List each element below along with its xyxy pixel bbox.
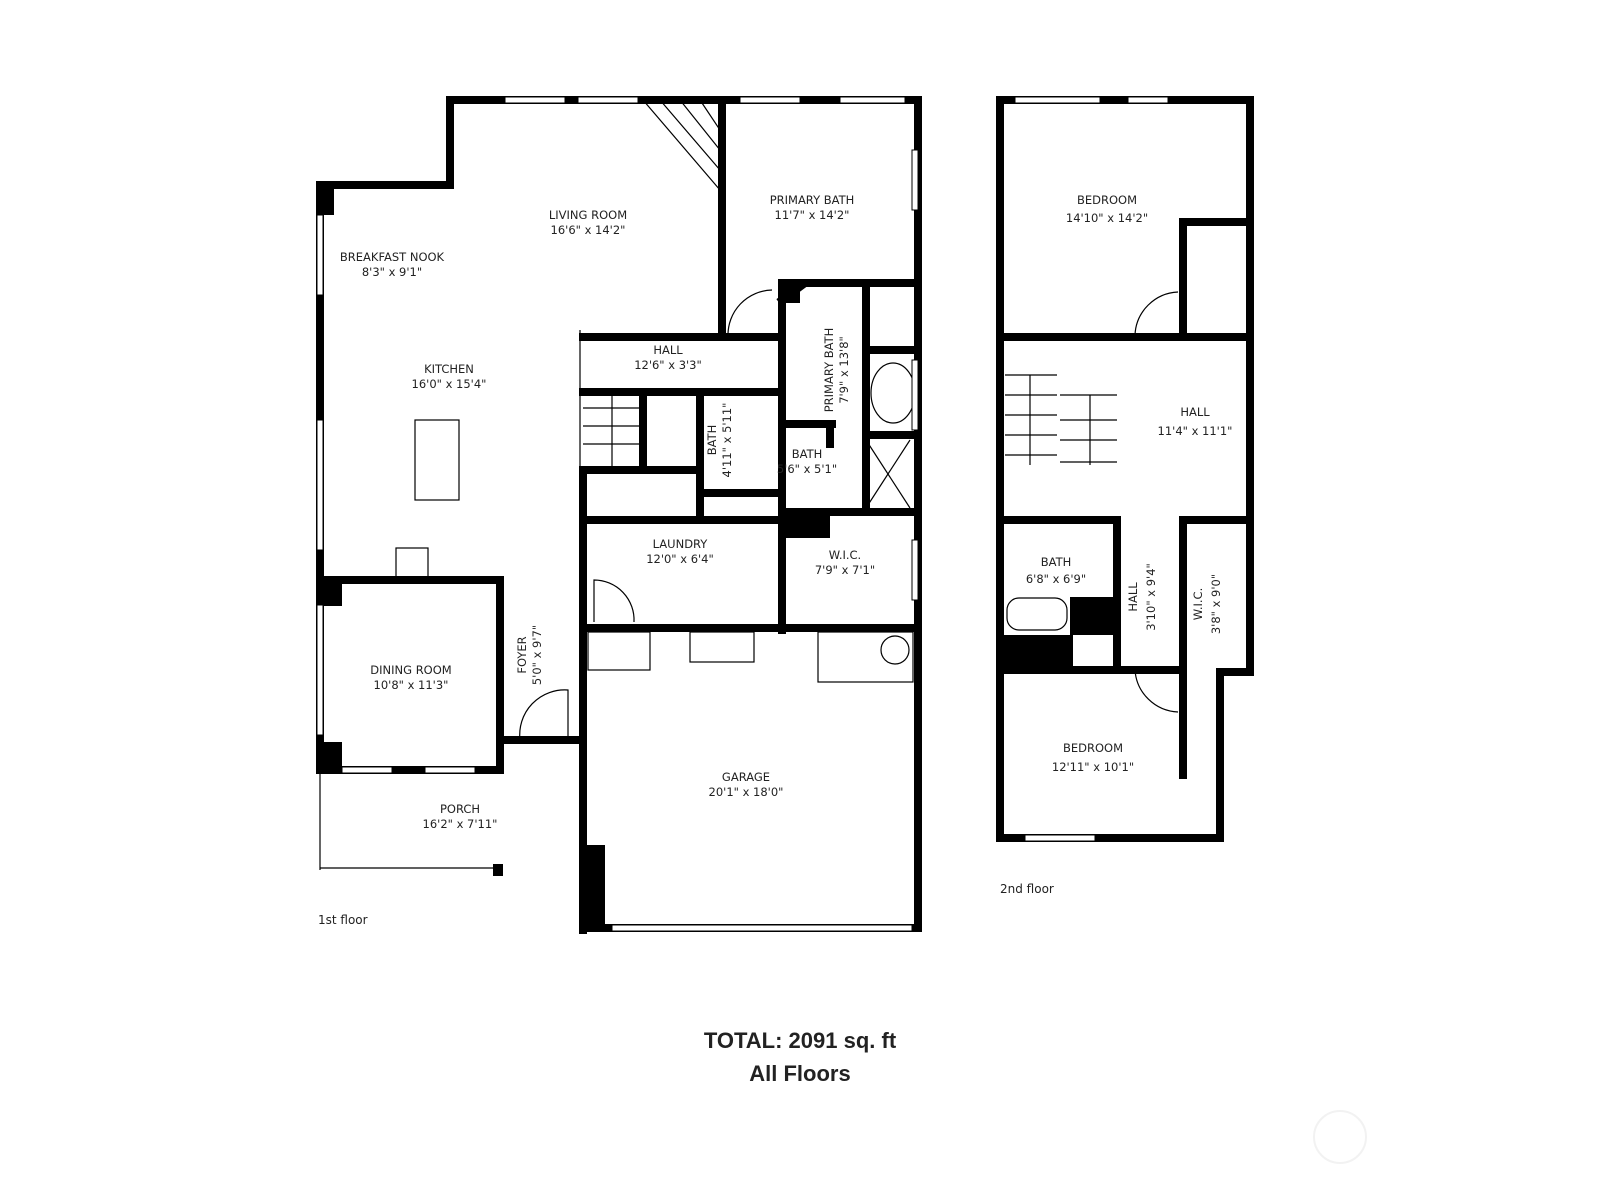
room-size: 8'3" x 9'1" <box>362 265 422 279</box>
room-size: 5'6" x 5'1" <box>777 462 837 476</box>
room-size: 7'9" x 13'8" <box>837 336 851 404</box>
room-size: 11'4" x 11'1" <box>1158 424 1233 438</box>
room-name: BATH <box>1041 555 1072 569</box>
room-name: LIVING ROOM <box>549 208 627 222</box>
windows <box>316 96 919 932</box>
room-name: PORCH <box>440 802 480 816</box>
room-name: W.I.C. <box>829 548 861 562</box>
room-size: 12'6" x 3'3" <box>634 358 702 372</box>
total-area: TOTAL: 2091 sq. ft <box>703 1028 897 1053</box>
room-name: LAUNDRY <box>653 537 709 551</box>
room-name: HALL <box>1126 582 1140 612</box>
room-name: HALL <box>653 343 683 357</box>
room-size: 6'8" x 6'9" <box>1026 572 1086 586</box>
second-floor-walls <box>996 96 1254 842</box>
room-name: BATH <box>705 425 719 456</box>
room-name: FOYER <box>515 636 529 673</box>
watermark-logo <box>1313 1110 1367 1164</box>
room-name: W.I.C. <box>1191 588 1205 620</box>
room-name: KITCHEN <box>424 362 474 376</box>
room-size: 10'8" x 11'3" <box>374 678 449 692</box>
room-name: PRIMARY BATH <box>770 193 855 207</box>
floor-label-1: 1st floor <box>318 913 368 927</box>
room-size: 3'8" x 9'0" <box>1209 574 1223 634</box>
room-name: DINING ROOM <box>370 663 451 677</box>
total-scope: All Floors <box>749 1061 851 1086</box>
room-name: GARAGE <box>722 770 770 784</box>
room-size: 14'10" x 14'2" <box>1066 211 1148 225</box>
room-size: 16'2" x 7'11" <box>423 817 498 831</box>
room-size: 7'9" x 7'1" <box>815 563 875 577</box>
room-size: 4'11" x 5'11" <box>720 403 734 478</box>
first-floor-walls <box>316 96 922 934</box>
room-size: 16'6" x 14'2" <box>551 223 626 237</box>
room-size: 3'10" x 9'4" <box>1144 563 1158 631</box>
room-size: 12'0" x 6'4" <box>646 552 714 566</box>
room-name: BEDROOM <box>1077 193 1137 207</box>
windows-2nd <box>1014 96 1169 842</box>
room-name: BREAKFAST NOOK <box>340 250 445 264</box>
first-floor-labels: BREAKFAST NOOK 8'3" x 9'1" LIVING ROOM 1… <box>318 193 875 927</box>
room-size: 5'0" x 9'7" <box>530 625 544 685</box>
room-size: 12'11" x 10'1" <box>1052 760 1134 774</box>
room-name: HALL <box>1180 405 1210 419</box>
room-name: BATH <box>792 447 823 461</box>
room-size: 11'7" x 14'2" <box>775 208 850 222</box>
room-size: 20'1" x 18'0" <box>709 785 784 799</box>
room-size: 16'0" x 15'4" <box>412 377 487 391</box>
room-name: BEDROOM <box>1063 741 1123 755</box>
room-name: PRIMARY BATH <box>822 328 836 413</box>
floor-label-2: 2nd floor <box>1000 882 1054 896</box>
second-floor-labels: BEDROOM 14'10" x 14'2" HALL 11'4" x 11'1… <box>1000 193 1232 896</box>
